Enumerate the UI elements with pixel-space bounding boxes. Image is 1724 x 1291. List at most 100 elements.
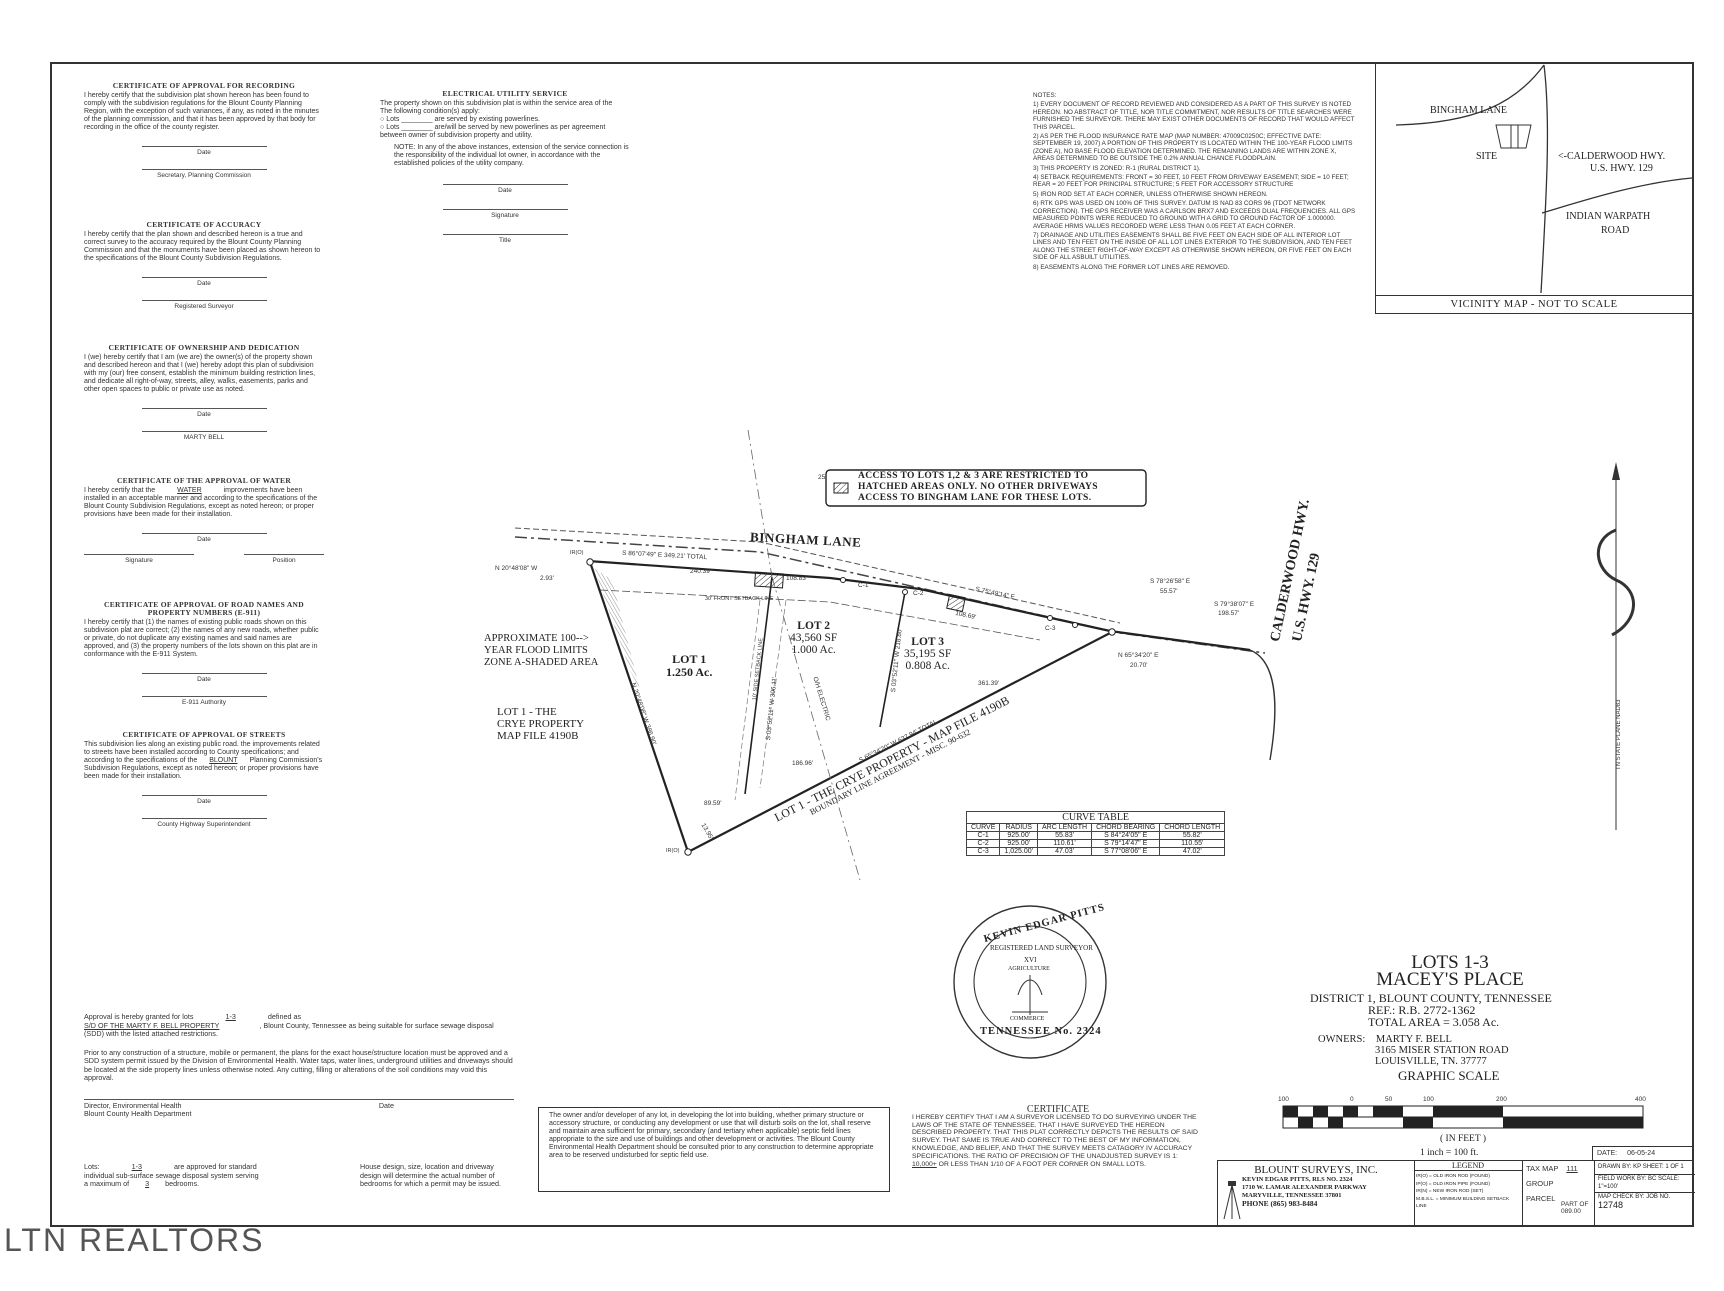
curve-table-header: CHORD BEARING xyxy=(1091,823,1161,832)
cert-streets-title: CERTIFICATE OF APPROVAL OF STREETS xyxy=(122,730,286,739)
vicinity-map-drawing xyxy=(1395,64,1692,293)
tax-map-block: TAX MAP 111 GROUP PARCEL xyxy=(1526,1164,1578,1203)
note-item: 4) SETBACK REQUIREMENTS: FRONT = 30 FEET… xyxy=(1033,174,1349,189)
curve-table-cell: C-2 xyxy=(965,839,1001,848)
scale-unit: ( IN FEET ) xyxy=(1440,1134,1486,1144)
cert-ownership-date: Date xyxy=(141,408,267,419)
cert-road-names-body: I hereby certify that (1) the names of e… xyxy=(84,619,319,658)
iron-rod-nw: IR(O) xyxy=(570,550,584,556)
electrical-title-line: Title xyxy=(442,234,568,245)
curve-table-cell: 55.82' xyxy=(1159,831,1226,840)
cert-accuracy-body: I hereby certify that the plan shown and… xyxy=(84,231,321,262)
curve-c1-label: C-1 xyxy=(858,582,869,589)
cert-streets-signer: County Highway Superintendent xyxy=(141,818,267,829)
notes-heading: NOTES: xyxy=(1033,92,1057,99)
bearing-ne2-dist: 198.57' xyxy=(1218,610,1240,617)
seal-inner-bottom: COMMERCE xyxy=(1010,1016,1045,1022)
cert-ownership: CERTIFICATE OF OWNERSHIP AND DEDICATION … xyxy=(84,344,324,442)
vicinity-road1: BINGHAM LANE xyxy=(1430,105,1507,116)
cert-water-body: I hereby certify that the WATER improvem… xyxy=(84,487,318,518)
access-width: 25' xyxy=(818,474,827,481)
legend-item: M.B.S.L. = MINIMUM BUILDING SETBACK LINE xyxy=(1416,1196,1510,1210)
title-lots: LOTS 1-3 xyxy=(1411,952,1489,973)
curve-table-cell: 47.02' xyxy=(1159,847,1226,856)
graphic-scale-title: GRAPHIC SCALE xyxy=(1398,1068,1500,1083)
cert-road-names-signer: E-911 Authority xyxy=(141,696,267,707)
cert-accuracy: CERTIFICATE OF ACCURACY I hereby certify… xyxy=(84,221,324,311)
vicinity-road2a: <-CALDERWOOD HWY. xyxy=(1558,151,1666,162)
part-of: PART OF 089.00 xyxy=(1561,1201,1589,1215)
cert-recording-title: CERTIFICATE OF APPROVAL FOR RECORDING xyxy=(112,81,296,90)
sewage-property: S/D OF THE MARTY F. BELL PROPERTY xyxy=(84,1020,220,1030)
bearing-nw: N 20°48'08" W xyxy=(495,565,538,572)
cert-water: CERTIFICATE OF THE APPROVAL OF WATER I h… xyxy=(84,477,324,565)
bearing-ne2: S 79°38'07" E xyxy=(1214,601,1255,608)
cert-streets-date: Date xyxy=(141,795,267,806)
scale-ratio: 1 inch = 100 ft. xyxy=(1420,1148,1479,1158)
curve-table-cell: 110.61' xyxy=(1036,839,1093,848)
curve-table-cell: 55.83' xyxy=(1036,831,1093,840)
cert-ownership-title: CERTIFICATE OF OWNERSHIP AND DEDICATION xyxy=(108,343,300,352)
notes-block: NOTES: 1) EVERY DOCUMENT OF RECORD REVIE… xyxy=(1033,92,1358,271)
cert-road-names: CERTIFICATE OF APPROVAL OF ROAD NAMES AN… xyxy=(84,601,324,707)
note-item: 2) AS PER THE FLOOD INSURANCE RATE MAP (… xyxy=(1033,133,1353,163)
sewage-lots: Lots: 1-3 are approved for standard indi… xyxy=(84,1162,259,1188)
cert-recording: CERTIFICATE OF APPROVAL FOR RECORDING I … xyxy=(84,82,324,180)
sewage-director: Director, Environmental Health xyxy=(84,1100,182,1110)
curve-table-cell: 110.55' xyxy=(1159,839,1226,848)
scale-tick-2: 50 xyxy=(1385,1096,1393,1103)
water-fill: WATER xyxy=(177,487,202,494)
bearing-ne3: N 65°34'20" E xyxy=(1118,652,1159,659)
cert-water-signature: Signature xyxy=(84,554,194,565)
curve-table-cell: C-3 xyxy=(965,847,1001,856)
legend-item: IR(N) = NEW IRON ROD (SET) xyxy=(1416,1189,1484,1194)
curve-table-cell: 925.00' xyxy=(999,839,1038,848)
electrical-option-2: ○ Lots ________ are/will be served by ne… xyxy=(380,124,606,139)
cert-streets: CERTIFICATE OF APPROVAL OF STREETS This … xyxy=(84,731,324,829)
scale-tick-3: 100 xyxy=(1423,1096,1434,1103)
curve-table-header: RADIUS xyxy=(999,823,1038,832)
cert-ownership-body: I (we) hereby certify that I am (we are)… xyxy=(84,354,316,393)
lot-2-label: LOT 2 43,560 SF 1.000 Ac. xyxy=(790,620,838,656)
cert-recording-signer: Secretary, Planning Commission xyxy=(141,169,267,180)
note-item: 3) THIS PROPERTY IS ZONED: R-1 (RURAL DI… xyxy=(1033,164,1201,172)
cert-accuracy-signer: Registered Surveyor xyxy=(141,300,267,311)
legend-title: LEGEND xyxy=(1414,1161,1522,1171)
sheet-info-block: DRAWN BY: KP SHEET: 1 OF 1 FIELD WORK BY… xyxy=(1594,1161,1695,1226)
bearing-nw-dist: 2.93' xyxy=(540,575,554,582)
surveyor-certificate: CERTIFICATE I HEREBY CERTIFY THAT I AM A… xyxy=(912,1105,1204,1168)
electrical-service: ELECTRICAL UTILITY SERVICE The property … xyxy=(380,90,630,245)
electrical-signature: Signature xyxy=(442,209,568,220)
date-box: DATE: 06-05-24 xyxy=(1592,1146,1694,1161)
vicinity-caption: VICINITY MAP - NOT TO SCALE xyxy=(1376,295,1692,310)
sewage-date: Date xyxy=(378,1100,394,1110)
scale-tick-4: 200 xyxy=(1496,1096,1507,1103)
legend-items: IR(O) = OLD IRON ROD (FOUND)IP(O) = OLD … xyxy=(1414,1171,1522,1213)
electrical-intro2: The following condition(s) apply: xyxy=(380,108,480,115)
graphic-scale-bar xyxy=(1282,1105,1644,1129)
front-setback-label: 30' FRONT SETBACK LINE xyxy=(705,596,774,602)
legend-block: LEGEND IR(O) = OLD IRON ROD (FOUND)IP(O)… xyxy=(1414,1161,1523,1226)
vicinity-site: SITE xyxy=(1476,151,1498,162)
bearing-seg1: 240.39' xyxy=(690,568,712,575)
cert-accuracy-title: CERTIFICATE OF ACCURACY xyxy=(146,220,262,229)
curve-table-cell: S 77°08'06" E xyxy=(1091,847,1161,856)
lot-3-label: LOT 3 35,195 SF 0.808 Ac. xyxy=(904,636,952,672)
electrical-intro: The property shown on this subdivision p… xyxy=(380,100,613,107)
streets-fill: BLOUNT xyxy=(209,757,238,764)
access-note: ACCESS TO LOTS 1,2 & 3 ARE RESTRICTED TO… xyxy=(858,471,1098,503)
house-design-note: House design, size, location and drivewa… xyxy=(360,1162,502,1188)
scale-tick-1: 0 xyxy=(1350,1096,1354,1103)
curve-table-cell: 47.03' xyxy=(1036,847,1093,856)
tripod-icon xyxy=(1223,1181,1241,1220)
curve-table-cell: S 79°14'47" E xyxy=(1091,839,1161,848)
plat-sheet-border xyxy=(50,62,1694,1227)
owner-notice-box: The owner and/or developer of any lot, i… xyxy=(538,1107,890,1192)
electrical-option-1: ○ Lots ________ are served by existing p… xyxy=(380,116,540,123)
cert-ownership-signer: MARTY BELL xyxy=(141,431,267,442)
vicinity-road3a: INDIAN WARPATH xyxy=(1566,211,1651,222)
